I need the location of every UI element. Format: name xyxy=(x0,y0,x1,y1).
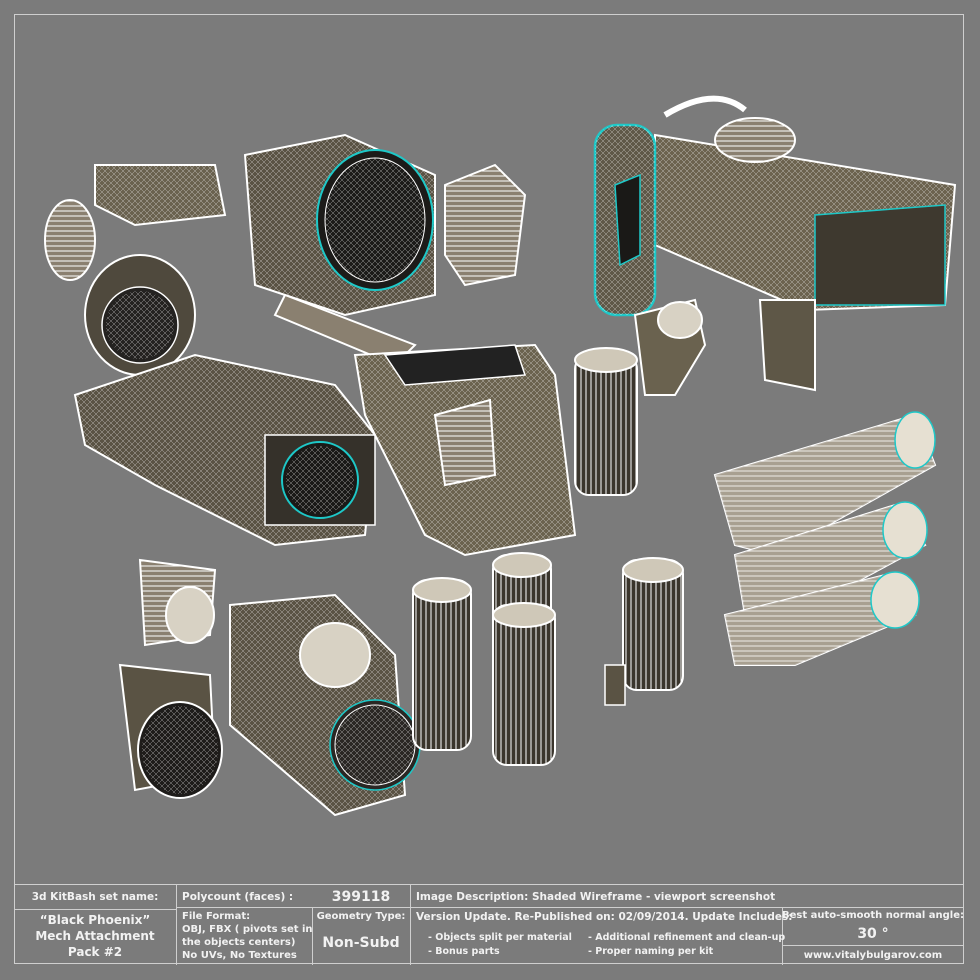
file-format-label: File Format: xyxy=(182,911,251,922)
cannon-block-top-right xyxy=(654,95,957,312)
divider xyxy=(312,907,313,965)
set-name-label: 3d KitBash set name: xyxy=(31,891,159,903)
gun-housing-middle xyxy=(73,353,377,547)
cylinder-canister-middle xyxy=(574,347,638,496)
divider xyxy=(176,907,964,908)
smoothing-value: 30 ° xyxy=(857,926,889,942)
version-update: Version Update. Re-Published on: 02/09/2… xyxy=(416,911,793,923)
triple-cylinder-cluster xyxy=(412,552,556,766)
info-bar: 3d KitBash set name: “Black Phoenix” Mec… xyxy=(14,884,965,965)
divider xyxy=(782,945,964,946)
file-format-line: the objects centers) xyxy=(182,937,296,948)
weapon-box-lower xyxy=(229,593,421,817)
polycount-label: Polycount (faces) : xyxy=(182,891,294,903)
polycount-value: 399118 xyxy=(331,889,391,905)
side-turbine-small xyxy=(444,163,527,287)
image-frame xyxy=(14,14,964,964)
bracket-frame-middle xyxy=(353,343,577,557)
cylinder-canister-lower xyxy=(604,557,684,706)
divider xyxy=(176,885,177,965)
missile-pod-right xyxy=(713,411,937,666)
smoothing-label: Best auto-smooth normal angle: xyxy=(782,910,965,921)
update-item: Bonus parts xyxy=(428,945,572,959)
small-lamp-part xyxy=(633,298,816,396)
divider xyxy=(14,909,176,910)
update-item: Objects split per material xyxy=(428,931,572,945)
update-list-left: Objects split per material Bonus parts xyxy=(428,931,572,959)
geometry-label: Geometry Type: xyxy=(316,911,406,922)
set-name-line: Mech Attachment xyxy=(35,929,155,943)
canister-cyan xyxy=(593,123,657,317)
divider xyxy=(410,885,411,965)
update-item: Proper naming per kit xyxy=(588,945,785,959)
set-name-line: Pack #2 xyxy=(67,945,123,959)
file-format-line: No UVs, No Textures xyxy=(182,950,297,961)
viewport-render xyxy=(15,15,963,883)
set-name-value: “Black Phoenix” Mech Attachment Pack #2 xyxy=(14,912,176,960)
image-description: Image Description: Shaded Wireframe - vi… xyxy=(416,891,776,903)
turbine-housing-large xyxy=(243,133,436,367)
thruster-pod-upper-left xyxy=(44,164,227,376)
update-item: Additional refinement and clean-up xyxy=(588,931,785,945)
set-name-line: “Black Phoenix” xyxy=(39,913,151,927)
file-format: File Format: OBJ, FBX ( pivots set in th… xyxy=(182,910,313,962)
file-format-line: OBJ, FBX ( pivots set in xyxy=(182,924,313,935)
kitbash-render xyxy=(44,95,957,817)
thruster-pair-lower-left xyxy=(118,558,223,799)
geometry-value: Non-Subd xyxy=(322,935,400,951)
update-list-right: Additional refinement and clean-up Prope… xyxy=(588,931,785,959)
website-link[interactable]: www.vitalybulgarov.com xyxy=(803,950,943,961)
